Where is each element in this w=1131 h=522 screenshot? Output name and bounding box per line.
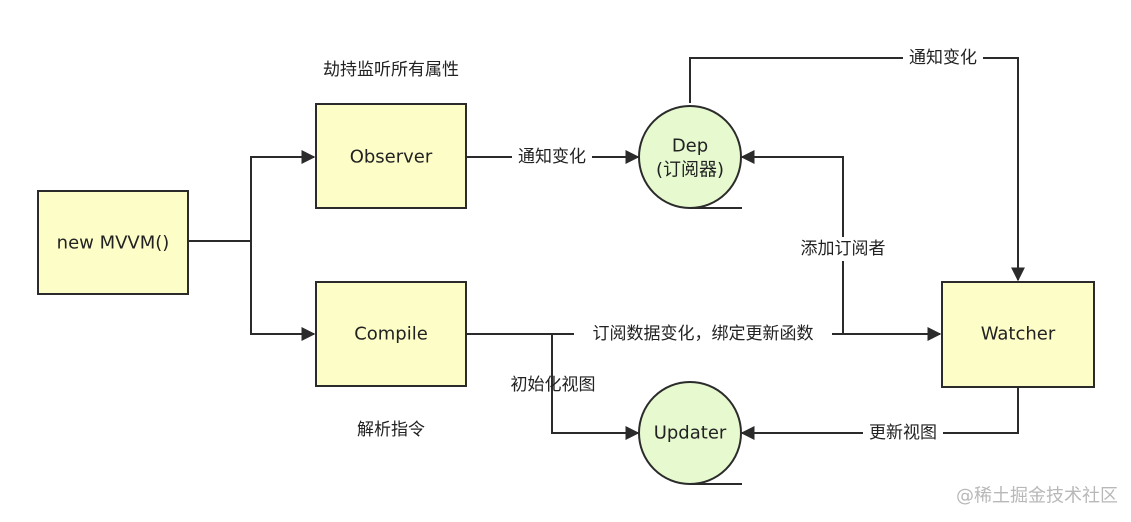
edge-mvvm-to-observer	[250, 150, 316, 241]
node-mvvm-label: new MVVM()	[57, 233, 170, 254]
node-observer	[315, 103, 467, 209]
edge-mvvm-to-compile	[250, 241, 316, 341]
node-compile-label: Compile	[354, 324, 428, 345]
node-dep-label-line1: Dep	[672, 136, 708, 157]
node-observer-label: Observer	[350, 147, 433, 168]
node-compile	[315, 281, 467, 387]
edge-compile-to-updater	[551, 334, 640, 440]
compile-caption: 解析指令	[357, 420, 425, 440]
edge-watcher-to-updater	[740, 388, 1019, 440]
edge-watcher-to-dep	[740, 150, 844, 334]
edge-label-compile-to-watcher: 订阅数据变化，绑定更新函数	[593, 324, 814, 344]
observer-caption: 劫持监听所有属性	[323, 60, 459, 80]
edge-label-dep-to-watcher: 通知变化	[909, 48, 977, 68]
node-mvvm	[37, 190, 189, 295]
edge-label-observer-to-dep: 通知变化	[518, 147, 586, 167]
node-dep-label-line2: (订阅器)	[656, 160, 724, 181]
node-dep	[638, 105, 742, 209]
edge-label-watcher-to-updater: 更新视图	[869, 423, 937, 443]
node-watcher-label: Watcher	[981, 324, 1056, 345]
watermark: @稀土掘金技术社区	[956, 486, 1118, 507]
edge-label-compile-to-updater: 初始化视图	[511, 375, 596, 395]
edge-label-watcher-to-dep: 添加订阅者	[801, 239, 886, 259]
node-watcher	[941, 281, 1095, 388]
node-updater-label: Updater	[654, 423, 727, 444]
edge-dep-to-watcher	[689, 57, 1025, 282]
